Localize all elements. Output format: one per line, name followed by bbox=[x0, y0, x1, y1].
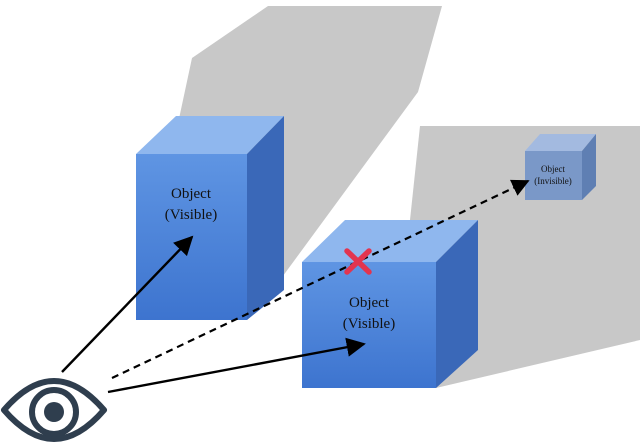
far-object-front-face bbox=[525, 151, 582, 200]
sight-line-to-front-object bbox=[107, 337, 366, 394]
left-object-cube: Object (Visible) bbox=[136, 116, 284, 320]
far-object-cube: Object (Invisible) bbox=[525, 134, 596, 200]
sight-lines bbox=[61, 179, 530, 394]
front-object-label-line1: Object bbox=[349, 295, 390, 311]
left-object-side-face bbox=[247, 116, 284, 320]
front-object-cube: Object (Visible) bbox=[302, 220, 478, 388]
far-object-label-line1: Object bbox=[541, 164, 565, 174]
left-object-label-line1: Object bbox=[171, 186, 212, 202]
far-object-top-face bbox=[525, 134, 596, 151]
front-object-front-face bbox=[302, 262, 436, 388]
cross-icon bbox=[344, 248, 372, 275]
left-object-label-line2: (Visible) bbox=[165, 207, 217, 223]
far-object-side-face bbox=[582, 134, 596, 200]
eye-icon bbox=[1, 378, 107, 442]
front-object-side-face bbox=[436, 220, 478, 388]
sight-line-to-left-object bbox=[61, 235, 194, 373]
sight-line-to-far-object-dashed bbox=[111, 179, 530, 379]
left-object-top-face bbox=[136, 116, 284, 154]
far-object-label-line2: (Invisible) bbox=[534, 176, 572, 186]
front-object-label-line2: (Visible) bbox=[343, 316, 395, 332]
